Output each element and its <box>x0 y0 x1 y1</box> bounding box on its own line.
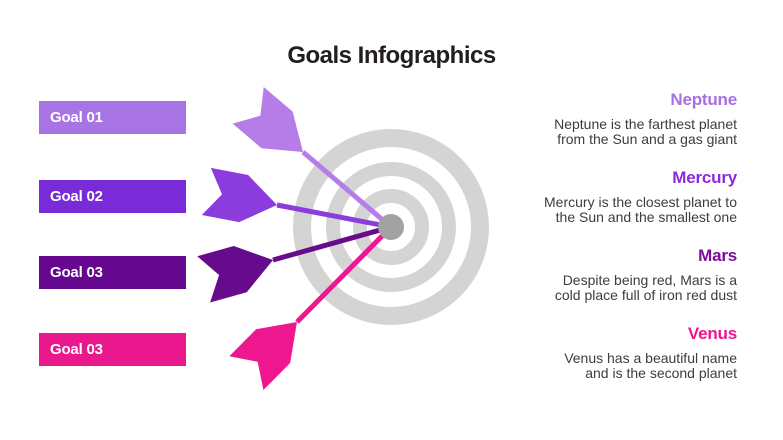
planet-name-mercury: Mercury <box>672 168 737 187</box>
arrow-goal-04-fletching <box>229 322 297 391</box>
planet-text-line: Venus has a beautiful name <box>564 350 737 366</box>
planet-section-neptune: Neptune Neptune is the farthest planet f… <box>497 91 737 147</box>
arrow-goal-02-shaft <box>276 202 392 230</box>
arrow-goal-02-fletching <box>201 167 277 223</box>
bullseye-target <box>293 129 489 325</box>
target-ring-inner <box>353 189 429 265</box>
planet-section-venus: Venus Venus has a beautiful name and is … <box>497 325 737 381</box>
arrow-goal-03-fletching <box>197 246 273 303</box>
arrow-goal-03-shaft <box>272 224 392 263</box>
planet-text-line: from the Sun and a gas giant <box>557 131 737 147</box>
planet-text-line: cold place full of iron red dust <box>554 287 737 303</box>
target-arrows-graphic <box>197 87 489 391</box>
planet-text-line: and is the second planet <box>585 365 737 381</box>
arrow-goal-03 <box>197 224 392 303</box>
arrow-goal-02 <box>201 167 392 230</box>
goal-bar-04-label: Goal 03 <box>50 341 103 358</box>
goal-bar-03: Goal 03 <box>39 256 186 289</box>
planet-name-neptune: Neptune <box>670 90 737 109</box>
planet-section-mercury: Mercury Mercury is the closest planet to… <box>497 169 737 225</box>
goal-bar-04: Goal 03 <box>39 333 186 366</box>
target-ring-middle <box>326 162 456 292</box>
planet-text-line: Despite being red, Mars is a <box>562 272 737 288</box>
planet-section-mars: Mars Despite being red, Mars is a cold p… <box>497 247 737 303</box>
planet-name-mars: Mars <box>698 246 737 265</box>
planet-text-line: the Sun and the smallest one <box>555 209 737 225</box>
planet-descriptions: Neptune Neptune is the farthest planet f… <box>497 91 737 403</box>
arrow-goal-04-shaft <box>295 225 393 324</box>
planet-text-line: Mercury is the closest planet to <box>544 194 737 210</box>
arrow-goal-01 <box>232 87 393 229</box>
goal-bar-01-label: Goal 01 <box>50 109 103 126</box>
bullseye-center-dot <box>378 214 404 240</box>
arrow-goal-04 <box>229 225 393 391</box>
arrow-goal-01-fletching <box>232 87 303 152</box>
goal-bar-03-label: Goal 03 <box>50 264 103 281</box>
planet-text-line: Neptune is the farthest planet <box>554 116 737 132</box>
goal-bar-02: Goal 02 <box>39 180 186 213</box>
arrow-goal-01-shaft <box>301 150 393 229</box>
page-title: Goals Infographics <box>287 42 496 69</box>
goal-bar-02-label: Goal 02 <box>50 188 103 205</box>
planet-name-venus: Venus <box>687 324 737 343</box>
goal-bar-01: Goal 01 <box>39 101 186 134</box>
target-ring-outer <box>293 129 489 325</box>
